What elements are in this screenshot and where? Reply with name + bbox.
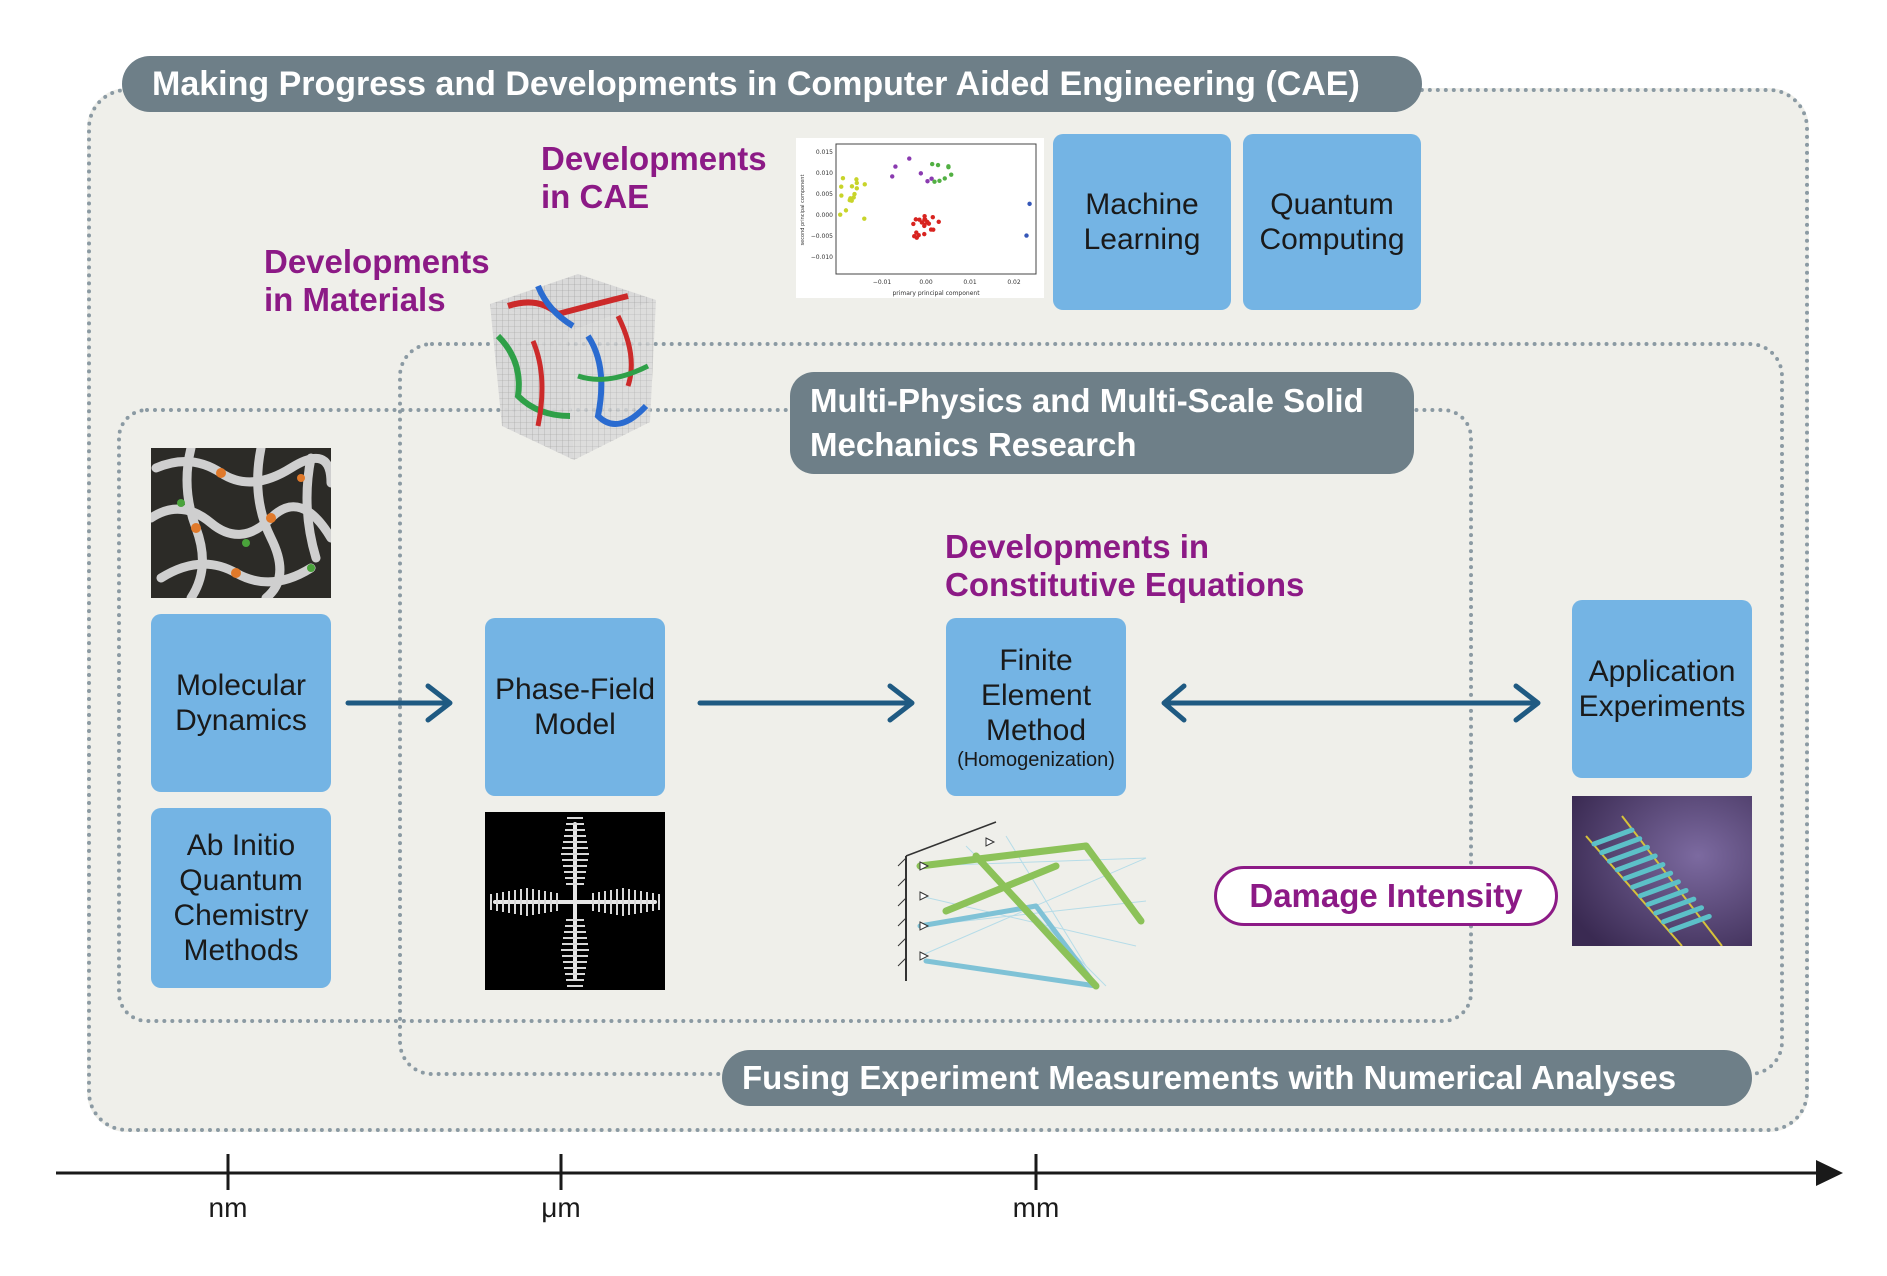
- axis-arrowhead: [1816, 1160, 1843, 1186]
- tick-label-mm: mm: [1012, 1192, 1060, 1223]
- cae-banner: Making Progress and Developments in Comp…: [122, 56, 1422, 112]
- scatter-point: [913, 217, 919, 222]
- molecular-dynamics-box: Molecular Dynamics: [151, 614, 331, 792]
- fem-sub-label: (Homogenization): [957, 748, 1115, 771]
- scatter-point: [917, 217, 922, 222]
- scatter-point: [1024, 233, 1029, 238]
- scatter-point: [937, 178, 942, 183]
- scatter-ytick-label: −0.005: [811, 233, 833, 240]
- damage-rung: [1630, 870, 1674, 890]
- scatter-point: [890, 174, 895, 179]
- scatter-ytick-label: −0.010: [811, 254, 833, 261]
- scatter-point: [911, 221, 916, 227]
- scatter-point: [854, 177, 859, 182]
- scatter-xtick-label: −0.01: [873, 279, 892, 286]
- multiphysics-banner: Multi-Physics and Multi-Scale Solid Mech…: [790, 372, 1414, 474]
- scatter-point: [922, 213, 927, 219]
- scatter-xtick-label: 0.02: [1007, 279, 1021, 286]
- scatter-ytick-label: 0.000: [816, 212, 833, 219]
- scatter-point: [862, 216, 867, 221]
- scatter-point: [946, 164, 951, 170]
- damage-rung: [1606, 844, 1650, 864]
- scatter-point: [949, 172, 954, 177]
- scatter-point: [843, 208, 849, 213]
- ab-initio-box: Ab Initio Quantum Chemistry Methods: [151, 808, 331, 988]
- damage-rung: [1668, 913, 1712, 933]
- scatter-ytick-label: 0.010: [816, 170, 833, 177]
- scatter-ytick-label: 0.005: [816, 191, 833, 198]
- scatter-point: [893, 164, 898, 169]
- plot-frame: [835, 143, 1037, 275]
- scatter-point: [849, 184, 855, 189]
- scatter-point: [922, 217, 928, 222]
- scatter-ytick-label: 0.015: [816, 149, 833, 156]
- heading-cae: Developments in CAE: [541, 140, 767, 215]
- scatter-point: [839, 184, 844, 189]
- application-experiments-box: Application Experiments: [1572, 600, 1752, 778]
- damage-rung: [1614, 853, 1658, 873]
- damage-image: [1572, 796, 1752, 946]
- scatter-plot-image: 0.015 0.010 0.005 0.000 −0.005 −0.010 −0.01 0.…: [796, 138, 1044, 298]
- molecular-structure-image: [151, 448, 331, 598]
- scatter-point: [916, 233, 921, 238]
- arrow-phasefield-to-fem: [697, 683, 915, 723]
- scatter-point: [907, 156, 912, 161]
- phase-field-box: Phase-Field Model: [485, 618, 665, 796]
- scatter-point: [852, 191, 857, 197]
- damage-rung: [1599, 836, 1643, 856]
- scatter-point: [854, 186, 860, 191]
- damage-rung: [1637, 879, 1681, 899]
- damage-intensity-label: Damage Intensity: [1214, 866, 1558, 926]
- scatter-point: [929, 176, 934, 181]
- damage-rung: [1622, 862, 1666, 882]
- heading-materials: Developments in Materials: [264, 243, 490, 318]
- heading-constitutive: Developments in Constitutive Equations: [945, 528, 1305, 603]
- scatter-point: [935, 162, 941, 168]
- scatter-ylabel: second principal component: [800, 175, 806, 246]
- machine-learning-box: Machine Learning: [1053, 134, 1231, 310]
- damage-rung: [1653, 896, 1697, 916]
- fem-label: Finite Element Method: [980, 643, 1092, 747]
- damage-rung: [1591, 827, 1635, 847]
- tick-label-um: μm: [541, 1192, 581, 1223]
- scatter-point: [929, 161, 935, 167]
- fem-box: Finite Element Method (Homogenization): [946, 618, 1126, 796]
- scatter-point: [1027, 201, 1032, 207]
- scatter-point: [942, 176, 947, 181]
- tick-label-nm: nm: [208, 1192, 248, 1223]
- scatter-point: [932, 179, 937, 184]
- damage-rung: [1645, 887, 1689, 907]
- scatter-point: [854, 180, 860, 186]
- scatter-point: [918, 171, 924, 176]
- scatter-point: [840, 176, 846, 181]
- scatter-xtick-label: 0.00: [919, 279, 933, 286]
- scatter-point: [936, 219, 941, 224]
- damage-rung: [1661, 905, 1705, 925]
- scatter-point: [928, 227, 934, 232]
- scatter-point: [839, 193, 844, 198]
- dendrite-image: [485, 812, 665, 990]
- scatter-point: [922, 231, 927, 237]
- scatter-xlabel: primary principal component: [892, 290, 980, 297]
- fusing-banner: Fusing Experiment Measurements with Nume…: [722, 1050, 1752, 1106]
- quantum-computing-box: Quantum Computing: [1243, 134, 1421, 310]
- scatter-point: [925, 179, 930, 184]
- scatter-point: [862, 182, 867, 187]
- scatter-point: [847, 198, 852, 203]
- scatter-point: [922, 222, 927, 227]
- scatter-point: [926, 221, 932, 226]
- scatter-point: [912, 234, 917, 239]
- arrow-fem-application: [1161, 683, 1541, 723]
- arrow-md-to-phasefield: [345, 683, 453, 723]
- scatter-xtick-label: 0.01: [963, 279, 977, 286]
- scatter-point: [837, 212, 843, 217]
- scatter-point: [851, 195, 856, 200]
- material-cube-image: [478, 266, 668, 466]
- truss-structure-image: [886, 816, 1156, 996]
- scale-axis: [56, 1154, 1843, 1190]
- scatter-point: [930, 214, 936, 220]
